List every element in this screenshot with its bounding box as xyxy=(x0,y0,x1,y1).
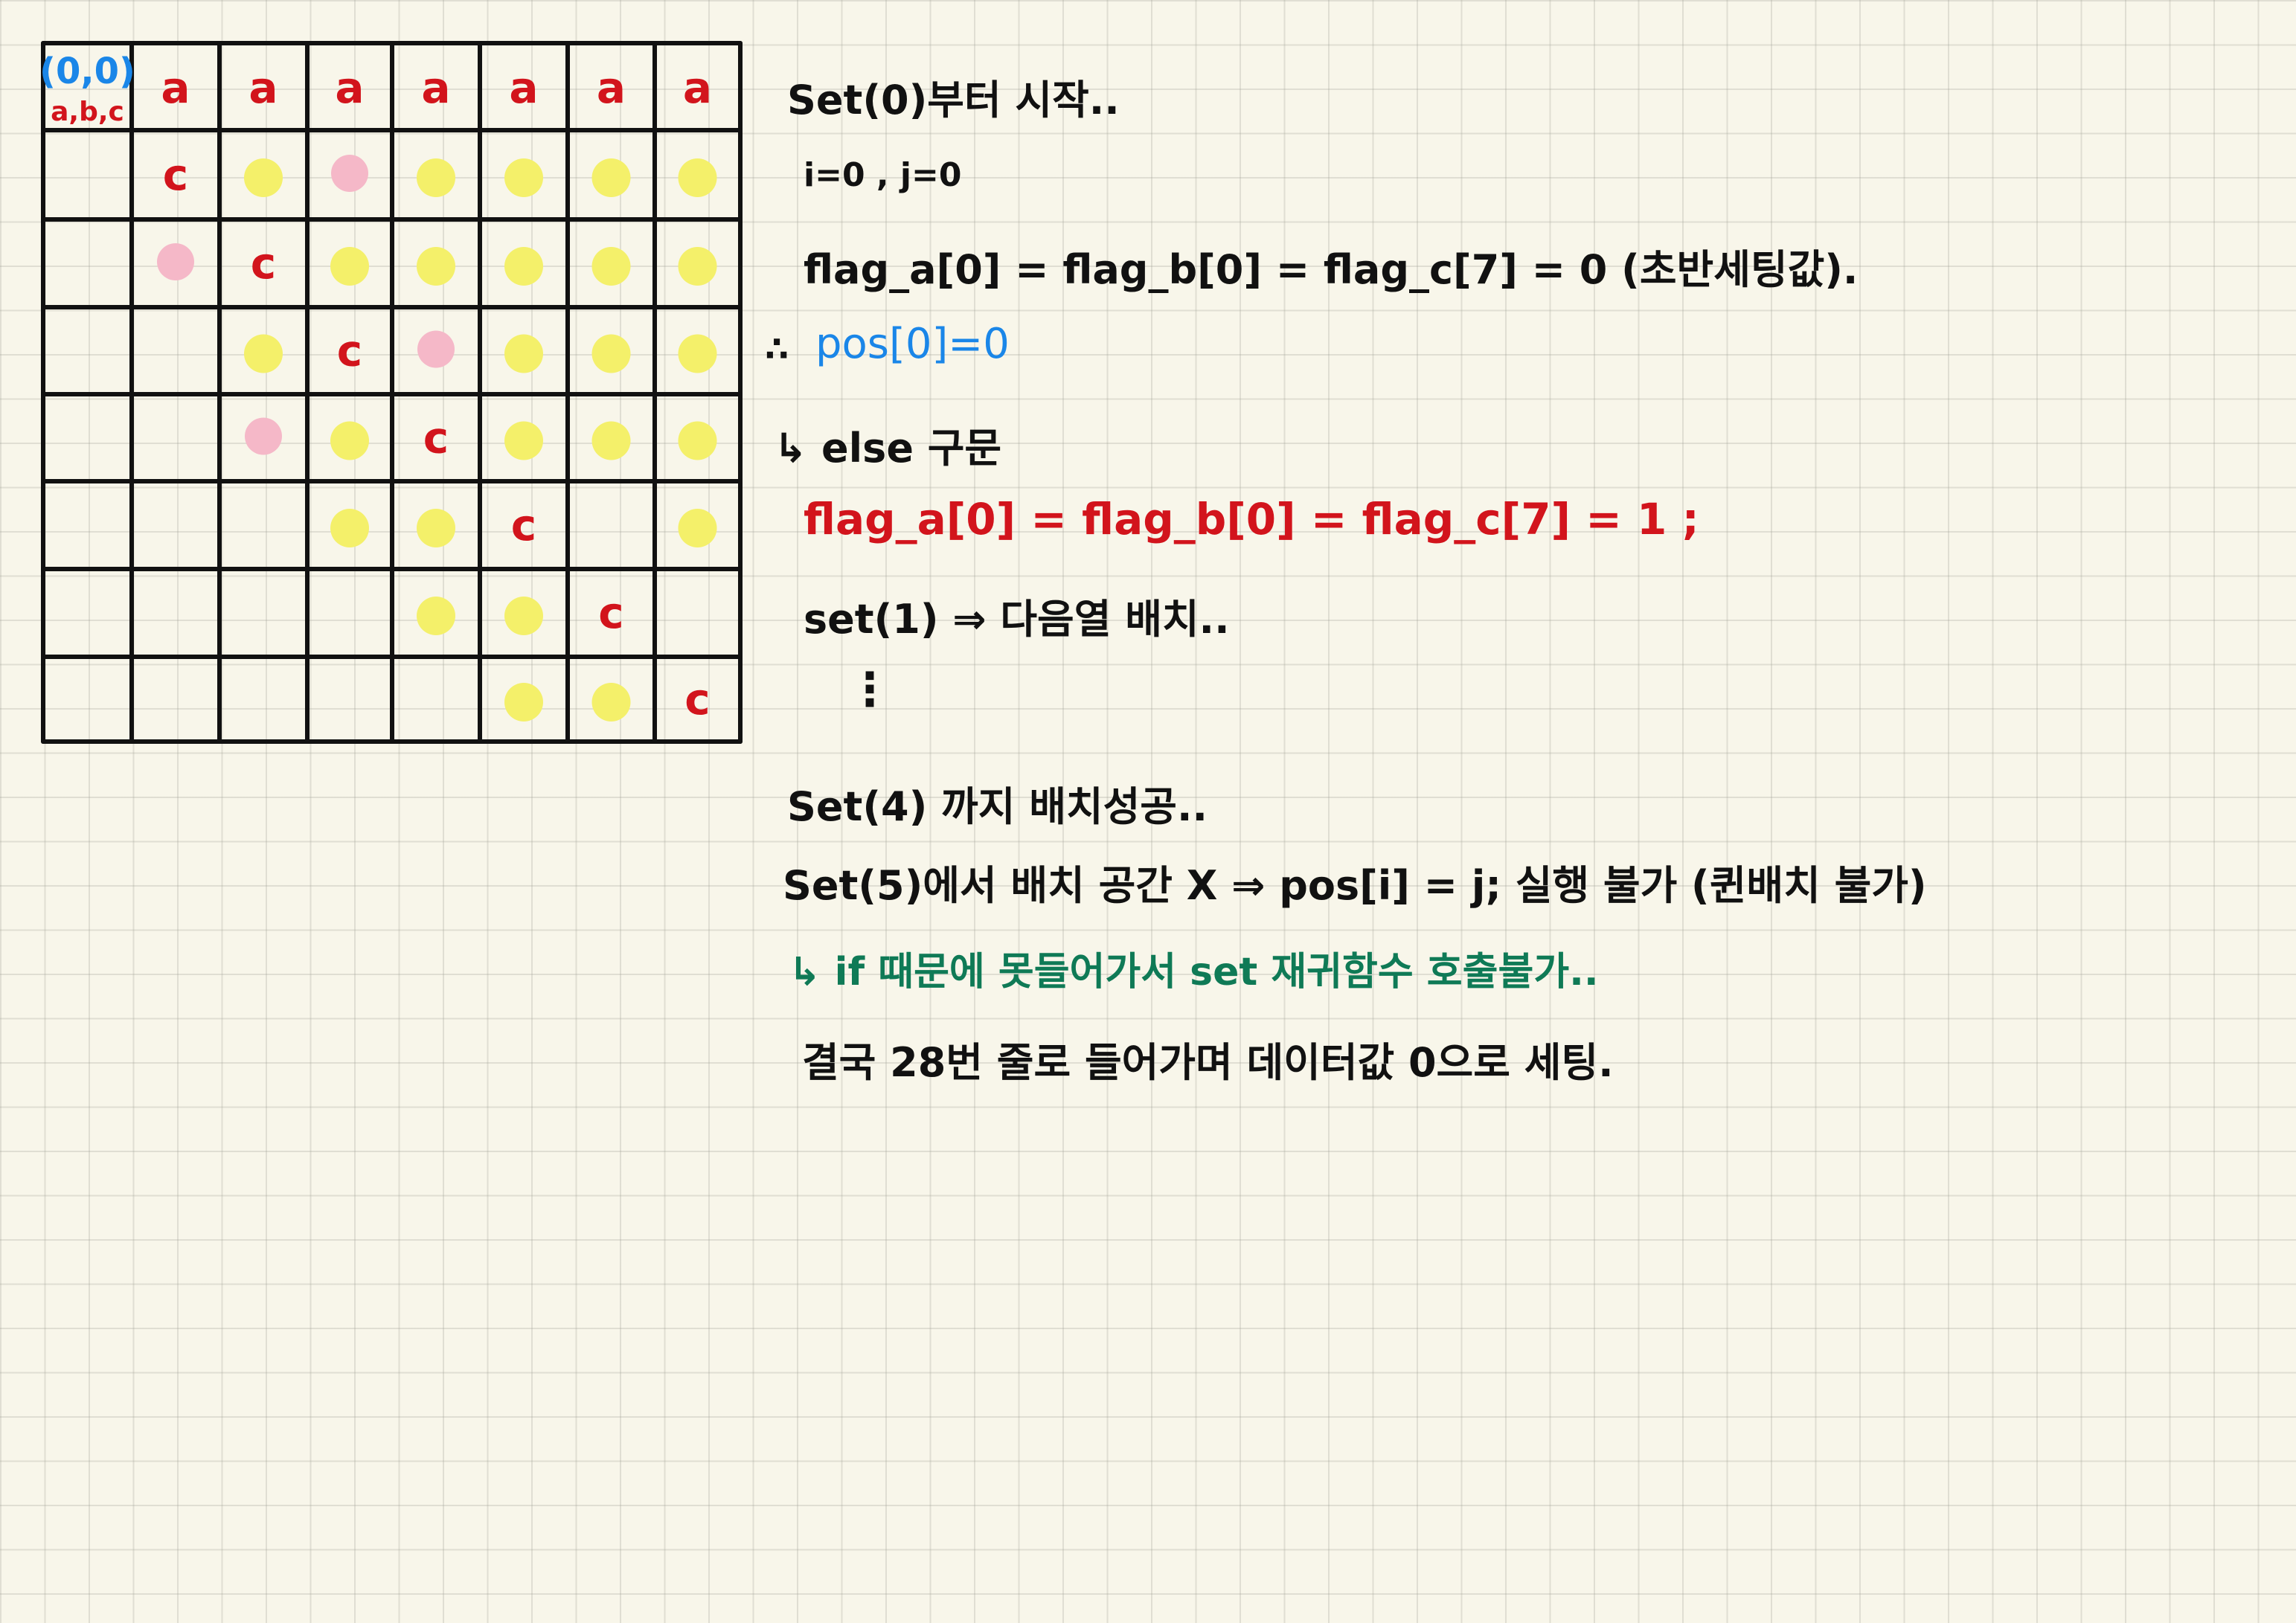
top-row-a-label: a xyxy=(509,62,538,113)
yellow-dot-marker xyxy=(330,421,369,460)
origin-sub-label: a,b,c xyxy=(51,97,124,127)
pink-dot-marker xyxy=(331,155,368,192)
top-row-a-label: a xyxy=(597,62,626,113)
yellow-dot-marker xyxy=(417,158,455,197)
yellow-dot-marker xyxy=(417,247,455,286)
yellow-dot-marker xyxy=(591,158,631,197)
yellow-dot-marker xyxy=(678,509,717,547)
pink-dot-marker xyxy=(157,243,194,280)
yellow-dot-marker xyxy=(504,158,543,197)
yellow-dot-marker xyxy=(504,683,543,721)
note-index-init: i=0 , j=0 xyxy=(804,156,962,194)
yellow-dot-marker xyxy=(678,247,717,286)
yellow-dot-marker xyxy=(417,597,455,635)
note-start-set0: Set(0)부터 시작.. xyxy=(787,77,1120,123)
note-pos-result: pos[0]=0 xyxy=(815,320,1010,368)
yellow-dot-marker xyxy=(591,421,631,460)
yellow-dot-marker xyxy=(591,334,631,373)
yellow-dot-marker xyxy=(330,247,369,286)
note-flag-init: flag_a[0] = flag_b[0] = flag_c[7] = 0 (초… xyxy=(804,246,1859,293)
yellow-dot-marker xyxy=(417,509,455,547)
top-row-a-label: a xyxy=(335,62,364,113)
diagonal-c-label: c xyxy=(251,238,276,289)
yellow-dot-marker xyxy=(678,334,717,373)
yellow-dot-marker xyxy=(504,334,543,373)
yellow-dot-marker xyxy=(678,421,717,460)
diagonal-c-label: c xyxy=(598,588,623,638)
yellow-dot-marker xyxy=(244,334,283,373)
yellow-dot-marker xyxy=(504,421,543,460)
diagonal-c-label: c xyxy=(684,674,710,724)
yellow-dot-marker xyxy=(504,597,543,635)
top-row-a-label: a xyxy=(161,62,190,113)
yellow-dot-marker xyxy=(678,158,717,197)
yellow-dot-marker xyxy=(330,509,369,547)
note-flag-set: flag_a[0] = flag_b[0] = flag_c[7] = 1 ; xyxy=(804,494,1699,544)
diagonal-c-label: c xyxy=(423,413,449,463)
note-if-reason: ↳ if 때문에 못들어가서 set 재귀함수 호출불가.. xyxy=(789,950,1599,994)
note-therefore-symbol: ∴ xyxy=(765,329,789,369)
yellow-dot-marker xyxy=(244,158,283,197)
yellow-dot-marker xyxy=(504,247,543,286)
note-else-branch: ↳ else 구문 xyxy=(774,425,1002,472)
note-set1: set(1) ⇒ 다음열 배치.. xyxy=(804,596,1230,643)
diagonal-c-label: c xyxy=(163,150,188,200)
note-set4: Set(4) 까지 배치성공.. xyxy=(787,783,1208,830)
top-row-a-label: a xyxy=(248,62,278,113)
pink-dot-marker xyxy=(417,330,455,368)
note-ellipsis: ⋮ xyxy=(847,662,893,716)
note-set5: Set(5)에서 배치 공간 X ⇒ pos[i] = j; 실행 불가 (퀸배… xyxy=(783,862,1927,909)
note-conclusion: 결국 28번 줄로 들어가며 데이터값 0으로 세팅. xyxy=(802,1039,1614,1086)
yellow-dot-marker xyxy=(591,247,631,286)
top-row-a-label: a xyxy=(421,62,450,113)
top-row-a-label: a xyxy=(683,62,712,113)
diagonal-c-label: c xyxy=(337,326,362,376)
pink-dot-marker xyxy=(245,417,282,455)
origin-label: (0,0) xyxy=(39,51,135,92)
diagonal-c-label: c xyxy=(511,500,536,550)
yellow-dot-marker xyxy=(591,683,631,721)
